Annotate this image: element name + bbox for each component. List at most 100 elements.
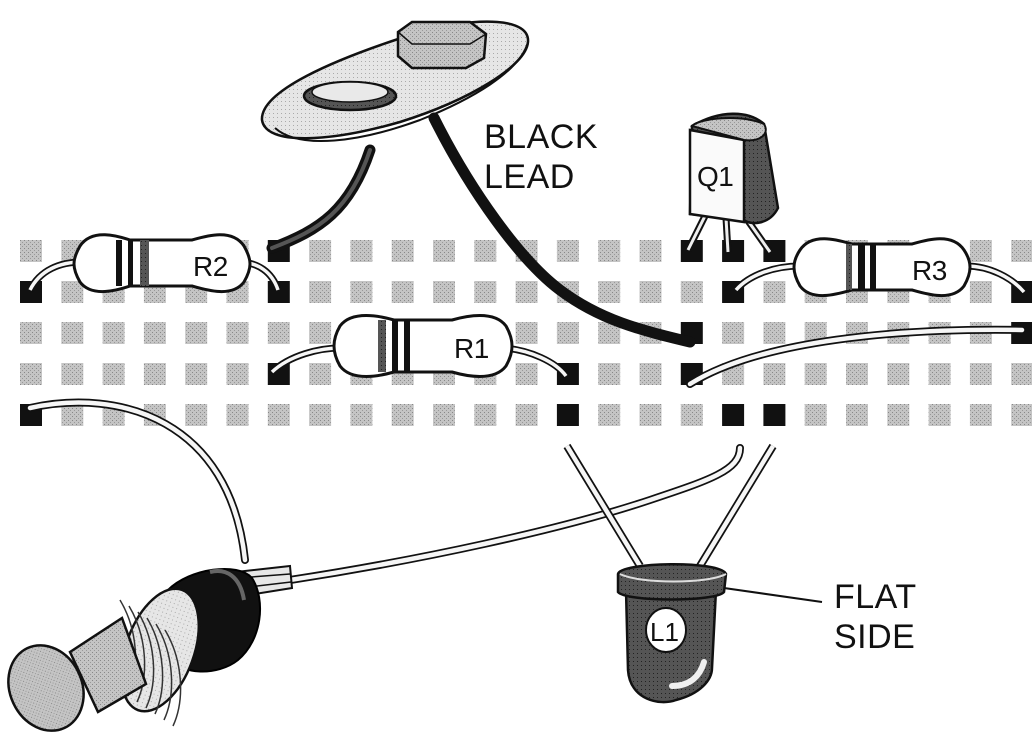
breadboard-hole [185,404,208,426]
breadboard-hole [969,240,992,262]
breadboard-hole [20,281,42,303]
flat-side-label-line1: FLAT [834,578,917,616]
breadboard-hole [20,240,42,262]
breadboard-hole [1011,363,1032,385]
breadboard-hole [267,404,290,426]
breadboard-hole [226,404,249,426]
r3-label: R3 [912,255,947,286]
breadboard-hole [267,322,290,344]
breadboard-hole [556,404,579,426]
breadboard-hole [639,281,662,303]
r2-label: R2 [193,251,228,282]
breadboard-hole [722,322,745,344]
flat-side-label-line2: SIDE [834,618,915,656]
breadboard-hole [804,404,827,426]
breadboard-hole [309,322,332,344]
led-leads [563,443,777,569]
breadboard-hole [474,281,497,303]
breadboard-hole [680,281,703,303]
breadboard-hole [639,240,662,262]
breadboard-hole [887,404,910,426]
breadboard-hole [143,363,166,385]
breadboard-hole [515,281,538,303]
breadboard-hole [226,363,249,385]
resistor-r1 [269,314,569,379]
breadboard-hole [515,322,538,344]
l1-label-badge [645,607,687,653]
breadboard-hole [969,404,992,426]
breadboard [20,240,1032,426]
breadboard-hole [61,322,84,344]
breadboard-hole [61,363,84,385]
breadboard-hole [680,240,703,262]
breadboard-hole [804,363,827,385]
breadboard-hole [763,281,786,303]
q1-label: Q1 [697,161,733,192]
black-lead-label-line2: LEAD [484,158,575,196]
breadboard-hole [102,322,125,344]
breadboard-hole [433,281,455,303]
breadboard-hole [1011,240,1032,262]
breadboard-hole [433,404,455,426]
breadboard-hole [226,322,249,344]
breadboard-hole [515,363,538,385]
l1-label: L1 [650,617,679,647]
breadboard-hole [474,240,497,262]
breadboard-hole [474,404,497,426]
breadboard-hole [309,281,332,303]
resistor-r2 [26,233,282,293]
breadboard-hole [350,240,373,262]
breadboard-hole [887,363,910,385]
breadboard-hole [350,404,373,426]
breadboard-hole [309,240,332,262]
transistor-q1 [684,112,780,255]
breadboard-hole [969,363,992,385]
battery-snap [260,20,530,142]
breadboard-hole [102,363,125,385]
breadboard-hole [20,322,42,344]
breadboard-hole [763,404,786,426]
breadboard-hole [763,322,786,344]
breadboard-hole [556,322,579,344]
breadboard-hole [515,404,538,426]
breadboard-hole [598,281,621,303]
breadboard-hole [846,404,868,426]
breadboard-hole [143,322,166,344]
black-battery-lead [428,112,696,348]
breadboard-hole [350,281,373,303]
breadboard-hole [20,363,42,385]
breadboard-hole [680,404,703,426]
resistor-r3 [733,237,1027,297]
breadboard-hole [598,240,621,262]
flat-side-callout-line [723,587,823,603]
red-battery-lead [266,144,376,254]
breadboard-hole [639,404,662,426]
breadboard-hole [433,240,455,262]
breadboard-hole [846,363,868,385]
breadboard-hole [309,404,332,426]
breadboard-hole [391,404,414,426]
breadboard-hole [928,404,951,426]
breadboard-hole [639,363,662,385]
jumper-wires [26,325,1026,584]
breadboard-hole [722,404,745,426]
breadboard-hole [61,404,84,426]
black-lead-label-line1: BLACK [484,118,598,156]
breadboard-hole [763,363,786,385]
breadboard-hole [598,363,621,385]
breadboard-hole [391,240,414,262]
breadboard-hole [969,281,992,303]
breadboard-hole [309,363,332,385]
breadboard-hole [185,322,208,344]
breadboard-hole [185,363,208,385]
breadboard-hole [598,404,621,426]
breadboard-hole [391,281,414,303]
breadboard-hole [598,322,621,344]
breadboard-hole [61,281,84,303]
r1-label: R1 [454,333,489,364]
breadboard-hole [1011,404,1032,426]
push-button-switch [7,564,294,732]
breadboard-hole [556,240,579,262]
